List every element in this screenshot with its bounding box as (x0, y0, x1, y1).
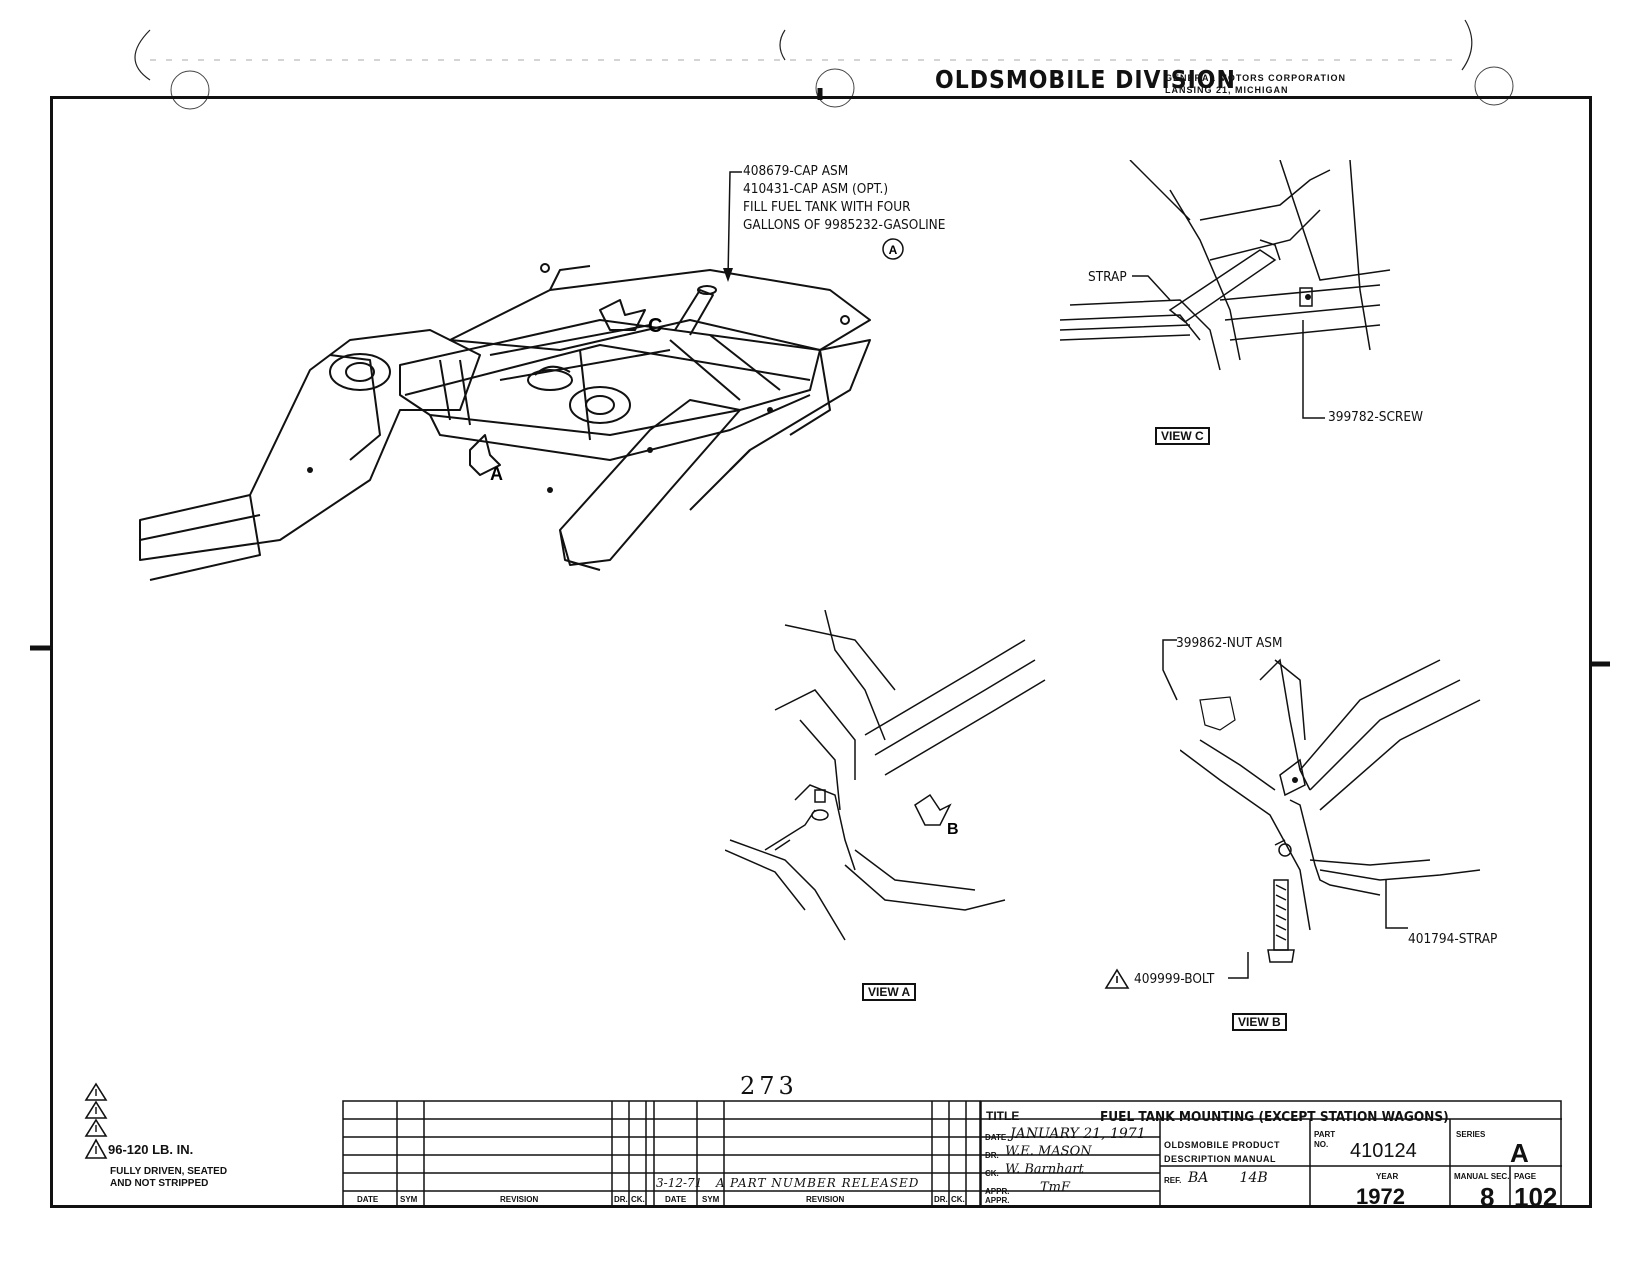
title-block-grid (980, 1100, 1562, 1208)
drawing-title: FUEL TANK MOUNTING (EXCEPT STATION WAGON… (1100, 1109, 1449, 1125)
rev-header-date: DATE (357, 1195, 379, 1204)
cap-callout-line: FILL FUEL TANK WITH FOUR (743, 199, 911, 215)
bolt-leader (1228, 952, 1249, 979)
rev-header-sym-2: SYM (702, 1195, 720, 1204)
year-label: YEAR (1376, 1172, 1399, 1181)
binder-hole-right (1474, 66, 1514, 106)
division-title: OLDSMOBILE DIVISION (935, 66, 1236, 95)
checked-by: W. Barnhart (1005, 1162, 1084, 1177)
rev-header-ck: CK. (631, 1195, 645, 1204)
torque-value: 96-120 LB. IN. (108, 1142, 194, 1157)
rev-header-dr-2: DR. (934, 1195, 948, 1204)
rev-entry-sym: A (716, 1176, 725, 1190)
rev-header-sym: SYM (400, 1195, 418, 1204)
torque-note-text: FULLY DRIVEN, SEATED AND NOT STRIPPED (110, 1166, 227, 1190)
view-b-drawing (1180, 658, 1481, 963)
series-value: A (1510, 1138, 1529, 1168)
part-no-label: PART NO. (1314, 1130, 1336, 1149)
binder-hole-left (170, 70, 210, 110)
checked-by-label: CK. (985, 1169, 999, 1178)
view-a-drawing: B (725, 610, 1046, 941)
year-value: 1972 (1356, 1184, 1405, 1209)
rev-header-revision-2: REVISION (806, 1195, 845, 1204)
manual-name-line: DESCRIPTION MANUAL (1164, 1154, 1276, 1164)
drawn-by-label: DR. (985, 1151, 999, 1160)
approved-label-2: APPR. (985, 1196, 1010, 1205)
torque-triangle-stack-icon (84, 1082, 108, 1159)
view-c-drawing (1059, 160, 1391, 371)
drawn-by: W.E. MASON (1005, 1144, 1092, 1159)
nut-leader (1162, 639, 1178, 701)
view-c-tag: VIEW C (1155, 427, 1210, 445)
arrow-c-label: C (648, 315, 662, 337)
binder-hole-center (815, 68, 855, 108)
page-value: 102 (1514, 1182, 1558, 1212)
screw-label: 399782-SCREW (1328, 409, 1424, 425)
rev-entry-text: PART NUMBER RELEASED (730, 1176, 920, 1190)
part-number: 410124 (1350, 1140, 1417, 1162)
ref-value: BA 14B (1188, 1170, 1268, 1186)
page-label: PAGE (1514, 1172, 1537, 1181)
approved-by: TmF (1040, 1180, 1071, 1195)
cap-callout: 408679-CAP ASM 410431-CAP ASM (OPT.) FIL… (743, 162, 945, 234)
torque-note-line: AND NOT STRIPPED (110, 1178, 209, 1189)
address-line: LANSING 21, MICHIGAN (1165, 85, 1289, 95)
ref-label: REF. (1164, 1176, 1182, 1185)
rev-header-date-2: DATE (665, 1195, 687, 1204)
cap-leader-line (723, 171, 742, 282)
corporation-name: GENERAL MOTORS CORPORATION LANSING 21, M… (1165, 72, 1346, 96)
date-label: DATE (985, 1133, 1007, 1142)
strap-b-leader (1385, 880, 1408, 929)
rev-header-ck-2: CK. (951, 1195, 965, 1204)
manual-section-value: 8 (1480, 1182, 1495, 1212)
manual-name: OLDSMOBILE PRODUCT DESCRIPTION MANUAL (1164, 1138, 1280, 1166)
cap-callout-line: 408679-CAP ASM (743, 163, 849, 179)
manual-section-label: MANUAL SEC. (1454, 1172, 1510, 1181)
approved-label: APPR. (985, 1187, 1010, 1196)
title-label: TITLE (986, 1109, 1020, 1123)
corporation-line: GENERAL MOTORS CORPORATION (1165, 73, 1347, 83)
rev-header-dr: DR. (614, 1195, 628, 1204)
view-b-tag: VIEW B (1232, 1013, 1287, 1031)
cap-callout-line: 410431-CAP ASM (OPT.) (743, 181, 889, 197)
strap-b-label: 401794-STRAP (1408, 931, 1498, 947)
view-a-tag: VIEW A (862, 983, 917, 1001)
note-a-circle: A (882, 238, 904, 260)
cap-callout-line: GALLONS OF 9985232-GASOLINE (743, 217, 946, 233)
nut-label: 399862-NUT ASM (1176, 635, 1283, 651)
bolt-label: 409999-BOLT (1134, 971, 1215, 987)
drawing-date: JANUARY 21, 1971 (1010, 1126, 1146, 1142)
page-number: 273 (740, 1072, 798, 1100)
rev-header-revision: REVISION (500, 1195, 539, 1204)
torque-note-line: FULLY DRIVEN, SEATED (110, 1166, 228, 1177)
strap-c-leader (1132, 275, 1171, 301)
arrow-b-label: B (947, 821, 959, 838)
manual-name-line: OLDSMOBILE PRODUCT (1164, 1140, 1280, 1150)
screw-leader (1302, 320, 1325, 419)
note-a-letter: A (889, 243, 898, 257)
rev-entry-date: 3-12-71 (656, 1176, 703, 1190)
torque-triangle-icon (1104, 968, 1130, 989)
series-label: SERIES (1456, 1130, 1486, 1139)
revision-table (342, 1100, 981, 1208)
strap-c-label: STRAP (1088, 269, 1127, 285)
fuel-tank-frame-drawing: C A (139, 263, 871, 581)
arrow-a-label: A (490, 464, 503, 484)
